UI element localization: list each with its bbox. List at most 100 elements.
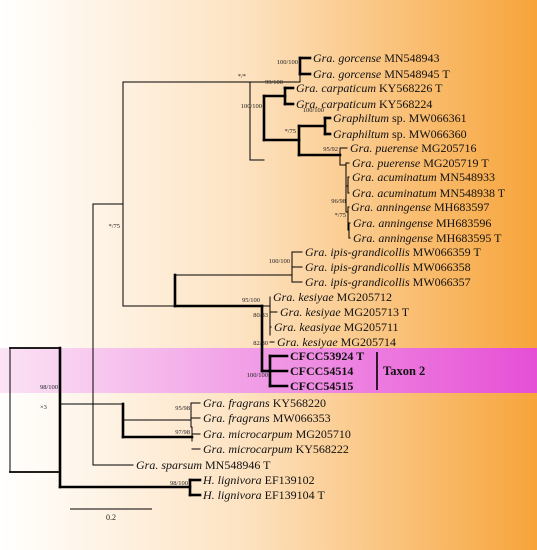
leaf-label: Gra. gorcense MN548945 T xyxy=(313,67,450,81)
leaf-accession: CFCC54514 xyxy=(290,364,353,378)
support-value: 95/92 xyxy=(323,146,338,153)
leaf-species-name: Gra. fragrans xyxy=(203,411,273,425)
leaf-label: Gra. acuminatum MN548933 xyxy=(352,170,495,184)
leaf-accession: MH683596 xyxy=(436,216,491,230)
leaf-species-name: Gra. carpaticum xyxy=(296,97,379,111)
leaf-label: CFCC54514 xyxy=(290,364,353,378)
support-value: */75 xyxy=(108,223,120,230)
leaf-label: Graphiltum sp. MW066360 xyxy=(333,127,467,141)
leaf-label: Gra. fragrans MW066353 xyxy=(203,411,331,425)
leaf-species-name: Gra. gorcense xyxy=(313,51,384,65)
leaf-label: Gra. ipis-grandicollis MW066357 xyxy=(305,275,471,289)
leaf-accession: MG205711 xyxy=(344,320,399,334)
leaf-label: Gra. microcarpum KY568222 xyxy=(203,442,349,456)
leaf-species-name: Gra. gorcense xyxy=(313,67,384,81)
leaf-label: Graphiltum sp. MW066361 xyxy=(333,111,467,125)
leaf-accession: MG205713 T xyxy=(344,305,410,319)
leaf-species-name: Gra. ipis-grandicollis xyxy=(305,275,413,289)
leaf-species-name: Gra. ipis-grandicollis xyxy=(305,245,413,259)
support-value: 98/100 xyxy=(170,480,188,487)
leaf-species-name: Gra. puerense xyxy=(350,141,421,155)
leaf-accession: MW066357 xyxy=(413,275,471,289)
leaf-accession: MG205714 xyxy=(341,335,396,349)
leaf-species-name: Gra. keasiyae xyxy=(274,320,344,334)
leaf-species-name: H. lignivora xyxy=(202,488,265,502)
leaf-species-name: Gra. fragrans xyxy=(203,396,273,410)
leaf-accession: MN548945 T xyxy=(384,67,450,81)
leaf-label: Gra. ipis-grandicollis MW066359 T xyxy=(305,245,481,259)
leaf-label: Gra. ipis-grandicollis MW066358 xyxy=(305,260,471,274)
leaf-accession: KY568220 xyxy=(273,396,326,410)
leaf-species-name: Gra. puerense xyxy=(352,156,423,170)
support-value: 99/100 xyxy=(265,79,283,86)
leaf-accession: EF139102 xyxy=(265,473,315,487)
support-value: 100/100 xyxy=(247,372,268,379)
leaf-accession: MH683595 T xyxy=(436,231,502,245)
support-value: 100/100 xyxy=(303,107,324,114)
leaf-label: Gra. sparsum MN548946 T xyxy=(136,458,271,472)
leaf-accession: CFCC54515 xyxy=(290,379,353,393)
support-value: 95/98 xyxy=(175,405,190,412)
leaf-label: Gra. kesiyae MG205713 T xyxy=(280,305,410,319)
leaf-species-name: Gra. ipis-grandicollis xyxy=(305,260,413,274)
support-value: 96/98 xyxy=(331,198,346,205)
scale-bar-label: 0.2 xyxy=(106,513,116,522)
leaf-label: Gra. acuminatum MN548938 T xyxy=(352,186,506,200)
leaf-accession: KY568222 xyxy=(296,442,349,456)
leaf-species-name: H. lignivora xyxy=(202,473,265,487)
tree-branches xyxy=(9,56,351,497)
leaf-accession: MG205716 xyxy=(421,141,476,155)
support-value: 95/100 xyxy=(242,297,260,304)
leaf-accession: MH683597 xyxy=(434,200,489,214)
support-value: */75 xyxy=(284,128,296,135)
leaf-accession: CFCC53924 T xyxy=(290,349,364,363)
support-value: 100/100 xyxy=(269,258,290,265)
support-value: 80/83 xyxy=(253,312,268,319)
leaf-label: Gra. gorcense MN548943 xyxy=(313,51,440,65)
leaf-species-name: Gra. sparsum xyxy=(136,458,205,472)
leaf-label: Gra. kesiyae MG205714 xyxy=(277,335,396,349)
leaf-species-name: Gra. anningense xyxy=(353,231,436,245)
leaf-species-name: Gra. acuminatum xyxy=(352,186,440,200)
leaf-accession: EF139104 T xyxy=(265,488,326,502)
leaf-accession: KY568224 xyxy=(379,97,432,111)
leaf-label: Gra. puerense MG205716 xyxy=(350,141,477,155)
leaf-label: Gra. anningense MH683596 xyxy=(353,216,491,230)
leaf-accession: KY568226 T xyxy=(379,81,443,95)
support-value: */* xyxy=(238,73,246,80)
leaf-species-name: Graphiltum xyxy=(333,127,392,141)
leaf-species-name: Gra. acuminatum xyxy=(352,170,440,184)
leaf-species-name: Gra. anningense xyxy=(351,200,434,214)
leaf-species-name: Gra. microcarpum xyxy=(203,442,296,456)
leaf-label: Gra. carpaticum KY568224 xyxy=(296,97,432,111)
leaf-label: Gra. microcarpum MG205710 xyxy=(203,427,351,441)
taxon2-bracket: Taxon 2 xyxy=(376,352,425,390)
leaf-label: Gra. puerense MG205719 T xyxy=(352,156,489,170)
leaf-accession: MW066359 T xyxy=(413,245,482,259)
leaf-species-name: Gra. carpaticum xyxy=(296,81,379,95)
leaf-accession: sp. MW066361 xyxy=(392,111,467,125)
leaf-label: H. lignivora EF139102 xyxy=(202,473,315,487)
leaf-accession: MW066358 xyxy=(413,260,471,274)
leaf-label: Gra. anningense MH683597 xyxy=(351,200,489,214)
leaf-label: Gra. fragrans KY568220 xyxy=(203,396,326,410)
support-value: 100/100 xyxy=(241,103,262,110)
leaf-accession: MN548943 xyxy=(384,51,439,65)
support-value: */75 xyxy=(334,212,346,219)
leaf-species-name: Gra. anningense xyxy=(353,216,436,230)
leaf-accession: MG205719 T xyxy=(423,156,489,170)
leaf-accession: MG205712 xyxy=(337,290,392,304)
support-value: 98/100 xyxy=(40,384,58,391)
leaf-species-name: Gra. microcarpum xyxy=(203,427,296,441)
leaf-accession: MN548938 T xyxy=(440,186,506,200)
leaf-accession: MN548933 xyxy=(440,170,495,184)
support-value: ×3 xyxy=(40,404,47,411)
support-values: 100/100 */* 99/100 100/100 100/100 */75 95/92 9… xyxy=(40,59,346,487)
leaf-label: Gra. keasiyae MG205711 xyxy=(274,320,399,334)
leaf-label: Gra. carpaticum KY568226 T xyxy=(296,81,443,95)
leaf-label: Gra. anningense MH683595 T xyxy=(353,231,502,245)
leaf-species-name: Gra. kesiyae xyxy=(277,335,341,349)
support-value: 82/80 xyxy=(253,340,268,347)
